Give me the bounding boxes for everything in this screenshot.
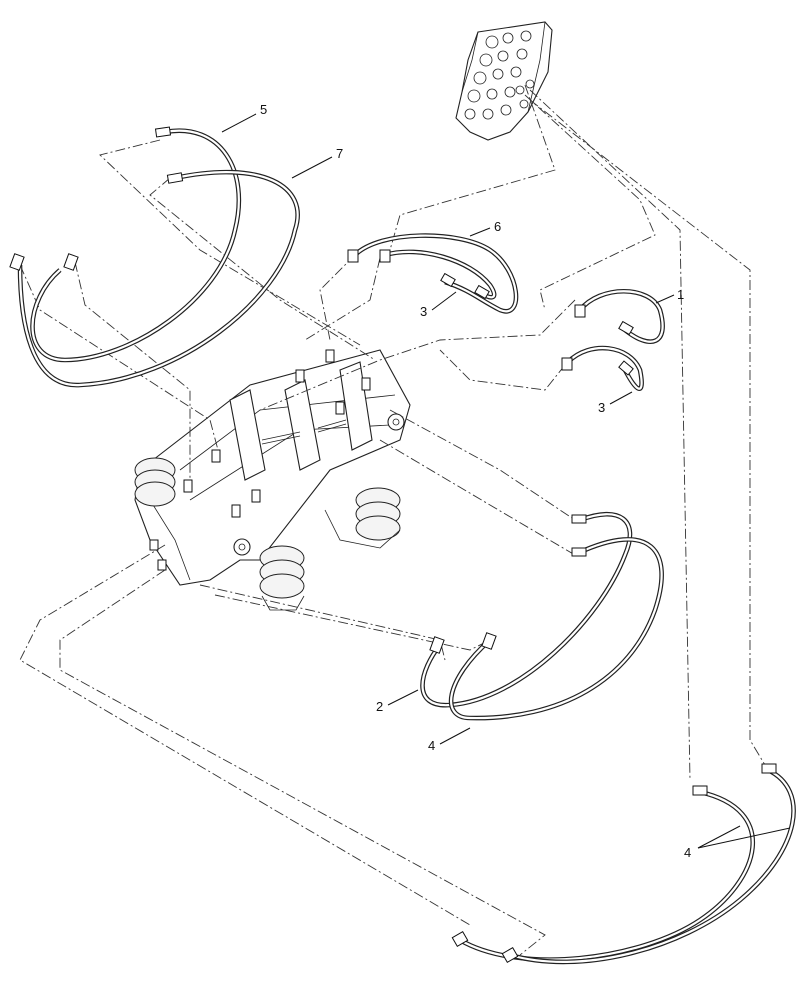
main-body-assembly bbox=[134, 349, 411, 611]
hose-3-right bbox=[561, 345, 644, 392]
callout-7: 7 bbox=[336, 146, 343, 161]
spring-lower bbox=[259, 545, 305, 611]
callout-3-right: 3 bbox=[598, 400, 605, 415]
leader-lines bbox=[221, 113, 791, 849]
callout-4-bottom: 4 bbox=[684, 845, 691, 860]
body-fittings bbox=[149, 349, 371, 571]
hose-1 bbox=[574, 289, 665, 344]
routing-lines bbox=[19, 84, 766, 956]
callout-4-mid: 4 bbox=[428, 738, 435, 753]
spring-left bbox=[134, 457, 176, 507]
callout-1: 1 bbox=[677, 287, 684, 302]
hose-5 bbox=[30, 126, 242, 363]
control-valve-block bbox=[455, 21, 553, 141]
callouts: 5 7 6 3 1 3 2 4 4 bbox=[260, 102, 691, 860]
callout-6: 6 bbox=[494, 219, 501, 234]
hose-7 bbox=[9, 169, 300, 388]
hose-4-mid bbox=[448, 537, 664, 721]
hose-6 bbox=[347, 233, 519, 314]
hose-2 bbox=[420, 511, 633, 708]
callout-5: 5 bbox=[260, 102, 267, 117]
spring-right bbox=[324, 487, 401, 549]
callout-2: 2 bbox=[376, 699, 383, 714]
callout-3-left: 3 bbox=[420, 304, 427, 319]
hose-4-bottom bbox=[451, 763, 796, 965]
